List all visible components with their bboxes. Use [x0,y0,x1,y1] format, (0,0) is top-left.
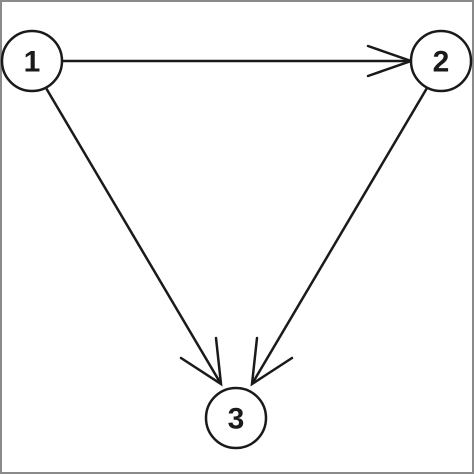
edge-1-to-3 [44,87,223,387]
node-2-label: 2 [433,46,450,79]
edge-1-to-3-arrowhead [179,336,223,387]
edge-2-to-3-line [250,87,429,385]
node-1-label: 1 [24,46,41,79]
node-3: 3 [204,386,268,450]
node-3-label: 3 [228,403,245,436]
edge-1-to-2 [62,44,415,78]
edge-1-to-3-line [44,87,223,385]
node-3-circle [204,386,268,450]
edge-2-to-3 [250,87,429,387]
node-1: 1 [0,29,64,93]
node-1-circle [0,29,64,93]
node-2: 2 [409,29,473,93]
edge-2-to-3-arrowhead [250,336,294,387]
node-2-circle [409,29,473,93]
